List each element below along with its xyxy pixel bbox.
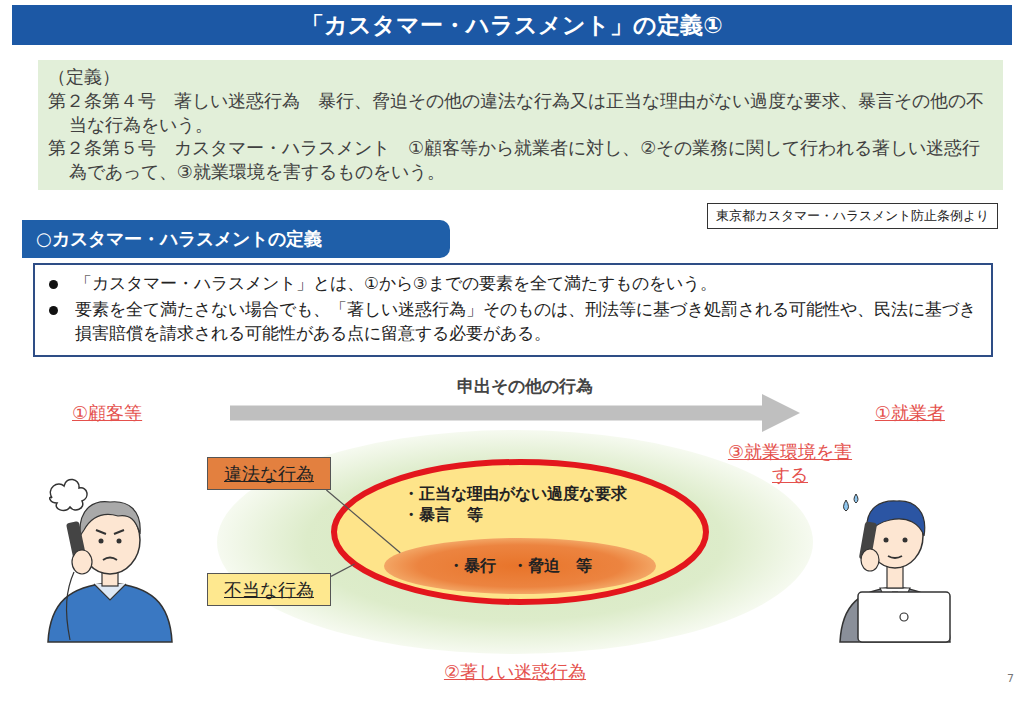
laptop	[858, 592, 950, 642]
mouth	[103, 558, 117, 561]
action-arrow	[230, 406, 762, 421]
node-text: 要素を全て満たさない場合でも、「著しい迷惑行為」そのものは、刑法等に基づき処罰さ…	[75, 298, 977, 346]
eye	[99, 539, 104, 544]
sweat-drop	[844, 500, 849, 511]
sweat-drop	[854, 494, 858, 503]
eye	[117, 539, 122, 544]
improper-act-ellipse-outline	[330, 458, 710, 606]
node-text: 「カスタマー・ハラスメント」とは、①から③までの要素を全て満たすものをいう。	[75, 272, 977, 296]
category-box: 不当な行為	[207, 573, 331, 606]
anger-puff	[50, 479, 87, 510]
page-number: 7	[990, 672, 1014, 685]
node-text: ・暴行 ・脅迫 等	[448, 556, 592, 577]
text-holder: ②著しい迷惑行為	[215, 660, 815, 684]
leader-line	[331, 564, 355, 576]
laptop-logo	[900, 613, 908, 621]
worker-figure	[840, 494, 950, 642]
bullet-box: 「カスタマー・ハラスメント」とは、①から③までの要素を全て満たすものをいう。要素…	[33, 263, 993, 357]
node-text: ①顧客等	[72, 401, 142, 425]
category-box: 違法な行為	[207, 457, 331, 490]
title-bar: 「カスタマー・ハラスメント」の定義①	[12, 5, 1012, 45]
ellipse-shape	[334, 462, 706, 602]
frown-brows	[96, 530, 124, 534]
effect-label: ③就業環境を害する	[722, 440, 858, 487]
illegal-act-ellipse: ・暴行 ・脅迫 等	[383, 537, 657, 595]
node-text: ①就業者	[875, 401, 945, 425]
node-text: ○カスタマー・ハラスメントの定義	[36, 227, 436, 251]
slide-title: 「カスタマー・ハラスメント」の定義①	[301, 10, 722, 41]
mouth	[888, 556, 902, 558]
bullet-dot	[49, 280, 58, 289]
ellipse-shape	[384, 538, 656, 594]
definition-box: （定義）第２条第４号 著しい迷惑行為 暴行、脅迫その他の違法な行為又は正当な理由…	[38, 60, 1003, 190]
node-text: 第２条第５号 カスタマー・ハラスメント ①顧客等から就業者に対し、②その業務に関…	[48, 136, 991, 184]
text-holder: ・正当な理由がない過度な要求・暴言 等	[403, 483, 627, 525]
bullet-dot	[49, 306, 58, 315]
node-text: 東京都カスタマー・ハラスメント防止条例より	[716, 207, 989, 225]
source-box: 東京都カスタマー・ハラスメント防止条例より	[707, 203, 998, 229]
arm	[67, 572, 74, 640]
node-text: 第２条第４号 著しい迷惑行為 暴行、脅迫その他の違法な行為又は正当な理由がない過…	[48, 89, 991, 137]
section-tab: ○カスタマー・ハラスメントの定義	[22, 220, 450, 258]
node-text: ・正当な理由がない過度な要求	[403, 483, 627, 504]
text-holder: ・暴行 ・脅迫 等	[383, 537, 657, 595]
node-text: ②著しい迷惑行為	[215, 660, 815, 684]
hand	[72, 550, 92, 574]
node-text: ・暴言 等	[403, 504, 627, 525]
edge-label: 申出その他の行為	[454, 375, 596, 398]
ellipse-shape	[217, 430, 813, 654]
improper-act-ellipse: ・正当な理由がない過度な要求・暴言 等・暴行 ・脅迫 等	[330, 458, 710, 606]
node-text: 違法な行為	[224, 462, 314, 486]
party-label: ①就業者	[800, 400, 945, 426]
eye	[903, 538, 908, 543]
grey-hair	[80, 502, 140, 536]
leader-line	[326, 490, 400, 553]
party-label: ①顧客等	[60, 400, 230, 426]
eye	[884, 538, 889, 543]
node-text: （定義）	[48, 65, 991, 89]
hand	[861, 549, 879, 571]
jacket	[840, 587, 950, 642]
customer-figure	[48, 479, 172, 642]
node-text: 不当な行為	[224, 578, 314, 602]
